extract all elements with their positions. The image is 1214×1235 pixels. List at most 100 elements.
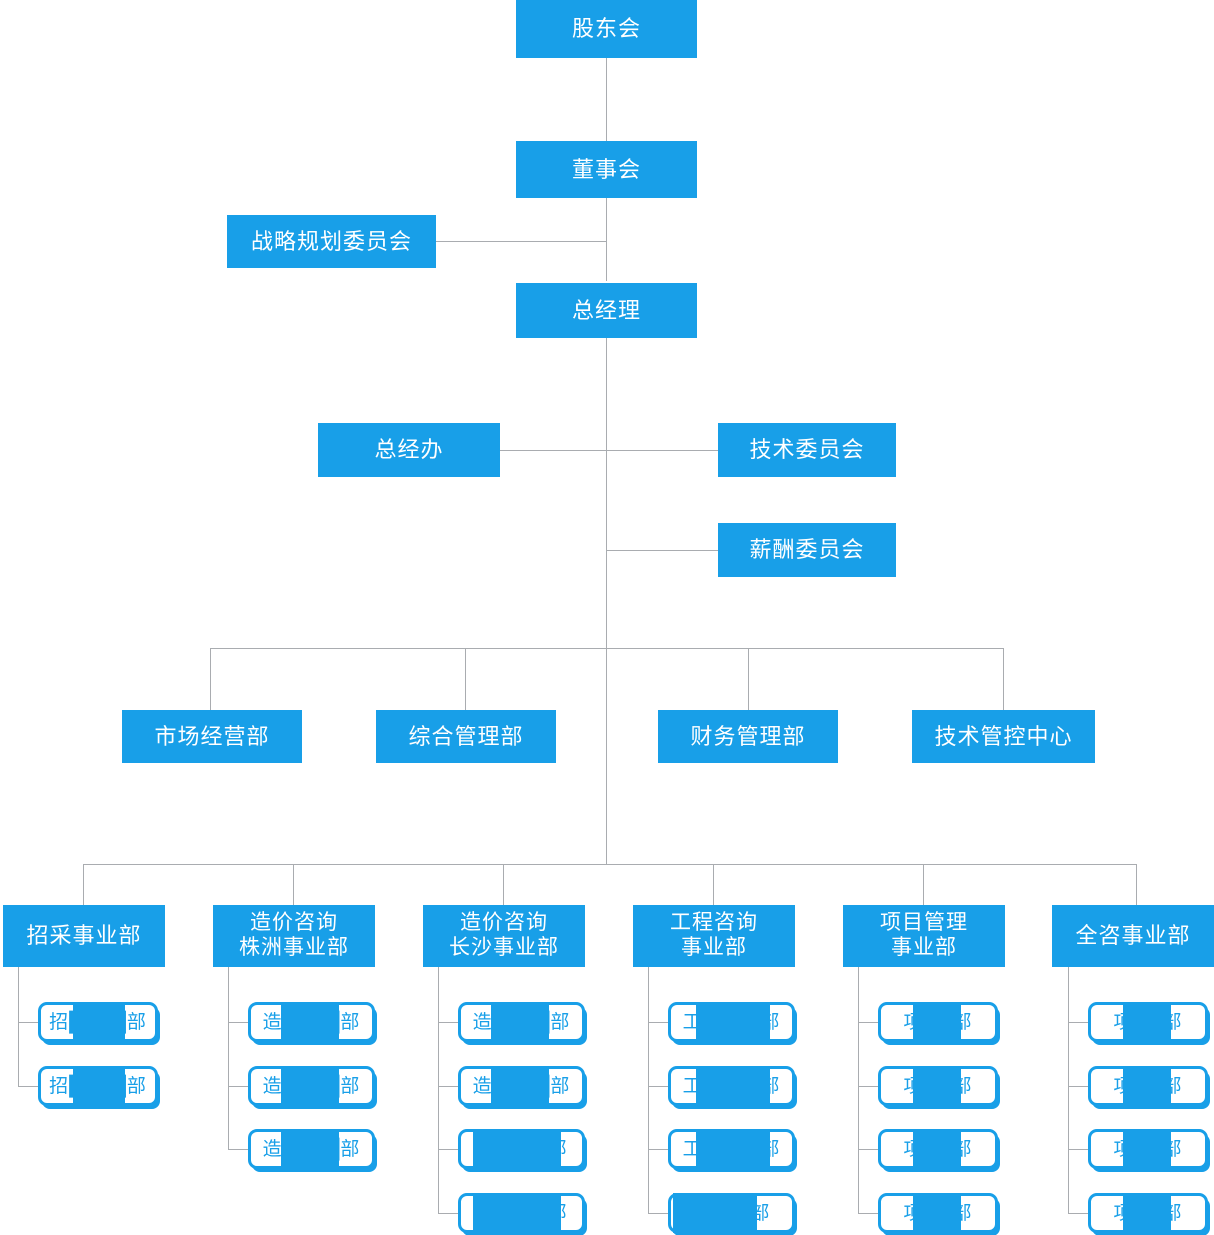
- leaf-node[interactable]: 招████部: [38, 1066, 158, 1106]
- leaf-label: 项██部: [1113, 1075, 1183, 1097]
- connector-leaf-stub-5-3: [858, 1149, 878, 1150]
- connector-comp-committee: [606, 550, 718, 551]
- leaf-node[interactable]: 项██部: [878, 1066, 998, 1106]
- connector-leaf-stub-5-4: [858, 1213, 878, 1214]
- connector-leaf-stub-5-2: [858, 1086, 878, 1087]
- leaf-label: 造████部: [262, 1138, 361, 1160]
- node-gm-office[interactable]: 总经办: [318, 423, 500, 477]
- node-business-unit-procurement[interactable]: 招采事业部: [3, 905, 165, 967]
- leaf-label: 项██部: [1113, 1202, 1183, 1224]
- leaf-node[interactable]: 工████部: [668, 1129, 795, 1169]
- connector-leaf-stub-6-1: [1068, 1022, 1088, 1023]
- connector-shareholders-board: [606, 58, 607, 141]
- node-business-unit-full-consulting[interactable]: 全咨事业部: [1052, 905, 1214, 967]
- connector-leaf-stub-6-4: [1068, 1213, 1088, 1214]
- leaf-label: 项██部: [903, 1075, 973, 1097]
- leaf-label: 造████部: [472, 1075, 571, 1097]
- leaf-node[interactable]: 项██部: [1088, 1193, 1208, 1233]
- connector-leaf-stub-4-2: [648, 1086, 668, 1087]
- connector-business-unit-drop-3: [503, 864, 504, 905]
- node-compensation-committee[interactable]: 薪酬委员会: [718, 523, 896, 577]
- leaf-label: 工████部: [682, 1011, 781, 1033]
- leaf-node[interactable]: 项██部: [1088, 1066, 1208, 1106]
- connector-business-unit-drop-5: [923, 864, 924, 905]
- leaf-node[interactable]: 招████部: [38, 1002, 158, 1042]
- connector-leaf-stub-2-3: [228, 1149, 248, 1150]
- node-business-unit-cost-consulting-changsha[interactable]: 造价咨询 长沙事业部: [423, 905, 585, 967]
- leaf-node[interactable]: 工████部: [668, 1002, 795, 1042]
- leaf-label: █████部: [475, 1202, 568, 1224]
- connector-tech-committee: [606, 450, 718, 451]
- node-department-financial-management[interactable]: 财务管理部: [658, 710, 838, 763]
- connector-business-unit-drop-4: [713, 864, 714, 905]
- connector-leaf-stub-2-1: [228, 1022, 248, 1023]
- connector-leaf-stub-3-4: [438, 1213, 458, 1214]
- leaf-label: 工████部: [682, 1138, 781, 1160]
- connector-strategy-committee: [436, 241, 607, 242]
- connector-department-drop-1: [210, 648, 211, 710]
- connector-leaf-spine-2: [228, 967, 229, 1149]
- connector-business-unit-drop-6: [1136, 864, 1137, 905]
- node-business-unit-cost-consulting-zhuzhou[interactable]: 造价咨询 株洲事业部: [213, 905, 375, 967]
- connector-business-unit-drop-1: [83, 864, 84, 905]
- connector-leaf-spine-4: [648, 967, 649, 1213]
- node-department-market-operations[interactable]: 市场经营部: [122, 710, 302, 763]
- connector-business-unit-drop-2: [293, 864, 294, 905]
- leaf-label: 项██部: [903, 1138, 973, 1160]
- leaf-label: 工████部: [682, 1075, 781, 1097]
- connector-leaf-stub-6-2: [1068, 1086, 1088, 1087]
- connector-leaf-stub-4-4: [648, 1213, 668, 1214]
- connector-leaf-stub-3-1: [438, 1022, 458, 1023]
- node-department-technical-control-center[interactable]: 技术管控中心: [912, 710, 1095, 763]
- connector-leaf-stub-3-2: [438, 1086, 458, 1087]
- connector-leaf-stub-2-2: [228, 1086, 248, 1087]
- leaf-node[interactable]: 项██部: [878, 1193, 998, 1233]
- leaf-label: 造████部: [472, 1011, 571, 1033]
- connector-leaf-spine-3: [438, 967, 439, 1213]
- node-general-manager[interactable]: 总经理: [516, 283, 697, 338]
- leaf-node[interactable]: 项██部: [878, 1002, 998, 1042]
- leaf-label: ████部: [692, 1202, 771, 1224]
- connector-leaf-stub-1-2: [18, 1086, 38, 1087]
- leaf-node[interactable]: 项██部: [1088, 1002, 1208, 1042]
- leaf-label: 招████部: [49, 1075, 147, 1097]
- node-department-general-management[interactable]: 综合管理部: [376, 710, 556, 763]
- leaf-node[interactable]: 造████部: [458, 1066, 585, 1106]
- leaf-label: 项██部: [1113, 1011, 1183, 1033]
- node-technical-committee[interactable]: 技术委员会: [718, 423, 896, 477]
- leaf-label: █████部: [475, 1138, 568, 1160]
- node-board-of-directors[interactable]: 董事会: [516, 141, 697, 198]
- connector-leaf-spine-1: [18, 967, 19, 1086]
- leaf-label: 造████部: [262, 1011, 361, 1033]
- connector-leaf-spine-5: [858, 967, 859, 1213]
- connector-board-gm: [606, 198, 607, 281]
- leaf-node[interactable]: 造████部: [248, 1129, 375, 1169]
- node-business-unit-engineering-consulting[interactable]: 工程咨询 事业部: [633, 905, 795, 967]
- connector-leaf-stub-4-1: [648, 1022, 668, 1023]
- leaf-label: 项██部: [903, 1202, 973, 1224]
- leaf-node[interactable]: 工████部: [668, 1066, 795, 1106]
- leaf-node[interactable]: ████部: [668, 1193, 795, 1233]
- connector-department-drop-2: [465, 648, 466, 710]
- connector-leaf-stub-1-1: [18, 1022, 38, 1023]
- node-strategy-planning-committee[interactable]: 战略规划委员会: [227, 215, 436, 268]
- leaf-label: 招████部: [49, 1011, 147, 1033]
- leaf-node[interactable]: 项██部: [878, 1129, 998, 1169]
- connector-department-drop-3: [748, 648, 749, 710]
- connector-gm-trunk-lower: [606, 648, 607, 864]
- node-shareholders-meeting[interactable]: 股东会: [516, 0, 697, 58]
- leaf-node[interactable]: 造████部: [458, 1002, 585, 1042]
- leaf-node[interactable]: 项██部: [1088, 1129, 1208, 1169]
- connector-leaf-stub-3-3: [438, 1149, 458, 1150]
- connector-leaf-stub-4-3: [648, 1149, 668, 1150]
- leaf-node[interactable]: █████部: [458, 1193, 585, 1233]
- connector-leaf-spine-6: [1068, 967, 1069, 1213]
- connector-leaf-stub-5-1: [858, 1022, 878, 1023]
- leaf-node[interactable]: █████部: [458, 1129, 585, 1169]
- leaf-node[interactable]: 造████部: [248, 1066, 375, 1106]
- leaf-node[interactable]: 造████部: [248, 1002, 375, 1042]
- connector-leaf-stub-6-3: [1068, 1149, 1088, 1150]
- node-business-unit-project-management[interactable]: 项目管理 事业部: [843, 905, 1005, 967]
- connector-business-unit-bar: [83, 864, 1137, 865]
